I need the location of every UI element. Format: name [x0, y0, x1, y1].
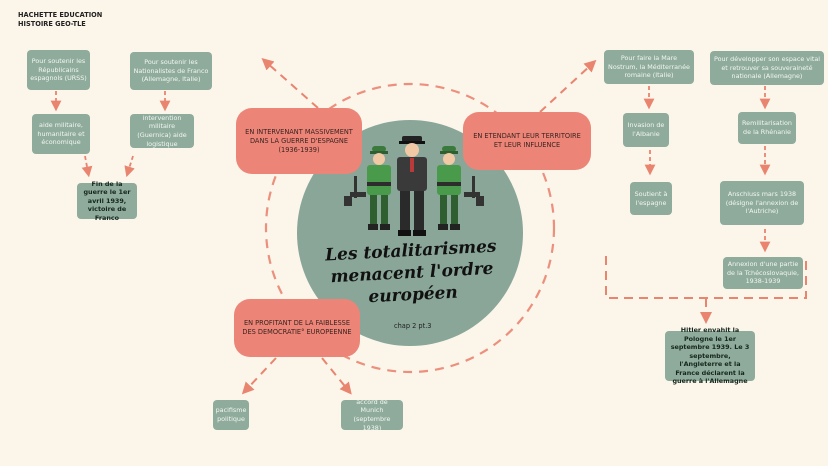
box-rhenanie: Remilitarisation de la Rhénanie — [738, 112, 796, 144]
box-munich: accord de Munich (septembre 1938) — [341, 398, 403, 432]
box-fin-guerre: Fin de la guerre le 1er avril 1939, vict… — [77, 180, 137, 222]
branch-weakness: EN PROFITANT DE LA FAIBLESSE DES DEMOCRA… — [234, 299, 360, 357]
box-nationalistes: Pour soutenir les Nationalistes de Franc… — [130, 52, 212, 90]
header-line-2: HISTOIRE GEO-TLE — [18, 20, 86, 28]
branch-territory: EN ETENDANT LEUR TERRITOIRE ET LEUR INFL… — [463, 112, 591, 170]
outer-dashed-ring — [264, 82, 556, 374]
soldiers-illustration — [344, 136, 484, 236]
box-anschluss: Anschluss mars 1938 (désigne l'annexion … — [720, 181, 804, 225]
box-albanie: Invasion de l'Albanie — [623, 113, 669, 147]
box-intervention: intervention militaire (Guernica) aide l… — [130, 114, 194, 148]
header-line-1: HACHETTE EDUCATION — [18, 11, 103, 19]
box-aide: aide militaire, humanitaire et économiqu… — [32, 114, 90, 154]
chapter-subtitle: chap 2 pt.3 — [394, 322, 432, 330]
publisher-header: HACHETTE EDUCATION HISTOIRE GEO-TLE — [18, 11, 102, 29]
branch-spain: EN INTERVENANT MASSIVEMENT DANS LA GUERR… — [236, 108, 362, 174]
box-urss: Pour soutenir les Républicains espagnols… — [27, 50, 90, 90]
box-soutien-espagne: Soutient à l'espagne — [630, 182, 672, 215]
box-hitler-pologne: Hitler envahit la Pologne le 1er septemb… — [665, 326, 755, 385]
box-tchecoslovaquie: Annexion d'une partie de la Tchécoslovaq… — [723, 257, 803, 289]
box-mare-nostrum: Pour faire la Mare Nostrum, la Méditerra… — [604, 50, 694, 84]
box-espace-vital: Pour développer son espace vital et retr… — [710, 51, 824, 85]
box-pacifisme: pacifisme politique — [213, 400, 249, 430]
